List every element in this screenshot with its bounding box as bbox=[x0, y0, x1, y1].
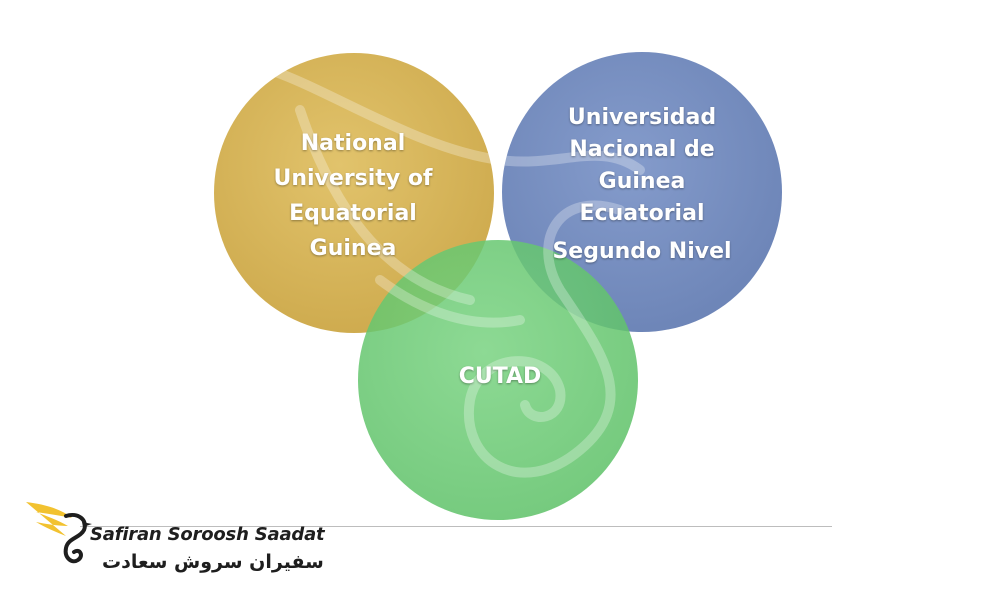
label-line: Segundo Nivel bbox=[552, 239, 732, 264]
label-line: Equatorial bbox=[289, 201, 417, 226]
logo: Safiran Soroosh Saadat سفیران سروش سعادت bbox=[22, 494, 325, 584]
circle-green bbox=[358, 240, 638, 520]
label-line: University of bbox=[273, 166, 433, 191]
circle-yellow-label: National University of Equatorial Guinea bbox=[258, 126, 448, 266]
watermark-swirl bbox=[265, 65, 645, 478]
label-line: Universidad bbox=[567, 105, 717, 130]
bird-icon bbox=[26, 502, 92, 564]
label-line: Nacional de bbox=[569, 137, 715, 162]
circle-blue-label: Universidad Nacional de Guinea Ecuatoria… bbox=[522, 102, 762, 268]
label-line: National bbox=[300, 131, 406, 156]
logo-name-en: Safiran Soroosh Saadat bbox=[90, 524, 325, 545]
circle-green-label: CUTAD bbox=[420, 362, 580, 392]
label-line: Guinea bbox=[309, 236, 397, 261]
divider bbox=[80, 526, 832, 527]
label-line: CUTAD bbox=[458, 364, 542, 389]
label-line: Ecuatorial bbox=[579, 201, 705, 226]
logo-name-fa: سفیران سروش سعادت bbox=[102, 551, 324, 573]
label-line: Guinea bbox=[598, 169, 686, 194]
